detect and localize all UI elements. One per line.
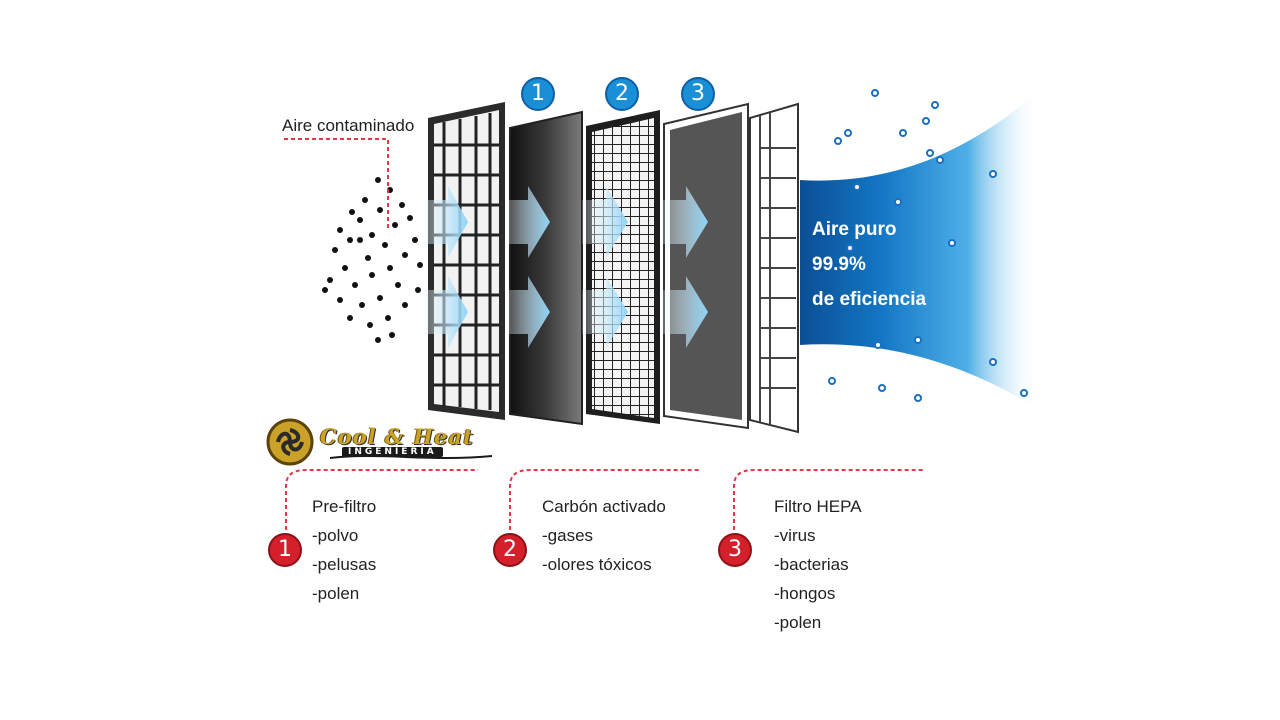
stage-1-title: Pre-filtro (312, 497, 377, 516)
stage-3-title: Filtro HEPA (774, 497, 862, 516)
stage-3-item: -virus (774, 526, 816, 545)
stage-2-item: -olores tóxicos (542, 555, 652, 574)
stage-2-number: 2 (503, 537, 517, 562)
stage-3-item: -polen (774, 613, 822, 632)
logo-emblem (266, 418, 493, 466)
filter-3-panel (663, 102, 749, 430)
pure-air-label: Aire puro 99.9% de eficiencia (812, 212, 926, 317)
stage-1-block: Pre-filtro -polvo -pelusas -polen (312, 492, 376, 608)
stage-badges (268, 533, 752, 567)
intro-leader-line (284, 138, 389, 230)
logo-name: Cool & Heat (320, 424, 474, 449)
stage-1-item: -pelusas (312, 555, 377, 574)
badge-2: 2 (615, 81, 629, 106)
filter-1-panel (509, 110, 583, 426)
stage-2-block: Carbón activado -gases -olores tóxicos (542, 492, 666, 579)
filter-2-panel (586, 110, 660, 424)
stage-3-item: -hongos (774, 584, 836, 603)
pure-air-line2: 99.9% (812, 254, 866, 275)
clean-airflow (800, 90, 1040, 410)
flow-arrows (420, 186, 708, 348)
stage-2-item: -gases (542, 526, 594, 545)
stage-1-item: -polvo (312, 526, 359, 545)
intro-label: Aire contaminado (282, 116, 415, 135)
contaminant-particles (322, 177, 423, 343)
top-badges (521, 77, 715, 111)
stage-3-item: -bacterias (774, 555, 849, 574)
stage-2-title: Carbón activado (542, 497, 666, 516)
stage-3-block: Filtro HEPA -virus -bacterias -hongos -p… (774, 492, 862, 637)
badge-1: 1 (531, 81, 545, 106)
badge-3: 3 (691, 81, 705, 106)
stage-1-number: 1 (278, 537, 292, 562)
stage-3-number: 3 (728, 537, 742, 562)
pure-air-line1: Aire puro (812, 219, 897, 240)
clean-air-bubbles (828, 89, 1028, 402)
logo-sub: INGENIERIA (342, 447, 443, 457)
stage-leader-lines (285, 469, 924, 530)
pre-filter-frame (428, 102, 505, 420)
stage-1-item: -polen (312, 584, 360, 603)
final-frame-panel (749, 102, 799, 434)
pure-air-line3: de eficiencia (812, 289, 927, 310)
